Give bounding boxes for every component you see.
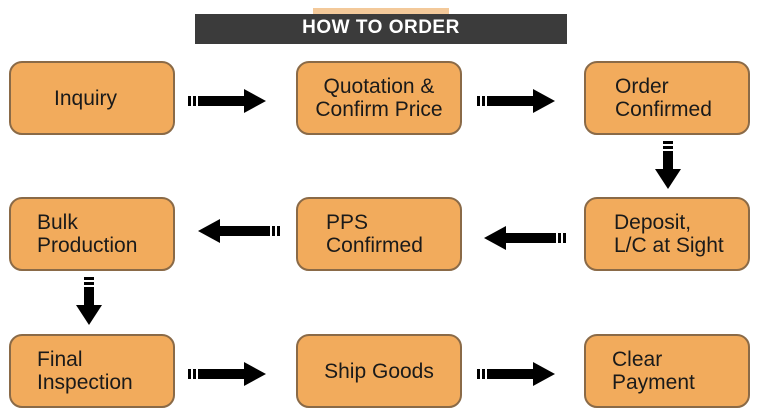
step-label: Order Confirmed [615, 75, 712, 121]
step-bulk-production: Bulk Production [9, 197, 175, 271]
step-label: PPS Confirmed [326, 211, 423, 257]
step-ship-goods: Ship Goods [296, 334, 462, 408]
title-text: HOW TO ORDER [302, 17, 460, 38]
step-deposit: Deposit, L/C at Sight [584, 197, 750, 271]
arrow-right-icon [477, 89, 555, 113]
page-title: HOW TO ORDER [195, 8, 567, 44]
step-label: Final Inspection [37, 348, 133, 394]
arrow-down-icon [655, 141, 681, 189]
step-quotation: Quotation & Confirm Price [296, 61, 462, 135]
step-pps-confirmed: PPS Confirmed [296, 197, 462, 271]
step-clear-payment: Clear Payment [584, 334, 750, 408]
step-label: Deposit, L/C at Sight [614, 211, 724, 257]
step-final-inspection: Final Inspection [9, 334, 175, 408]
arrow-right-icon [188, 362, 266, 386]
arrow-right-icon [188, 89, 266, 113]
step-label: Inquiry [54, 86, 118, 110]
step-label: Bulk Production [37, 211, 138, 257]
step-label: Clear Payment [612, 348, 695, 394]
arrow-left-icon [198, 219, 280, 243]
step-label: Ship Goods [324, 359, 434, 383]
arrow-left-icon [484, 226, 566, 250]
step-label: Quotation & Confirm Price [315, 75, 443, 121]
arrow-down-icon [76, 277, 102, 325]
step-inquiry: Inquiry [9, 61, 175, 135]
step-order-confirmed: Order Confirmed [584, 61, 750, 135]
arrow-right-icon [477, 362, 555, 386]
